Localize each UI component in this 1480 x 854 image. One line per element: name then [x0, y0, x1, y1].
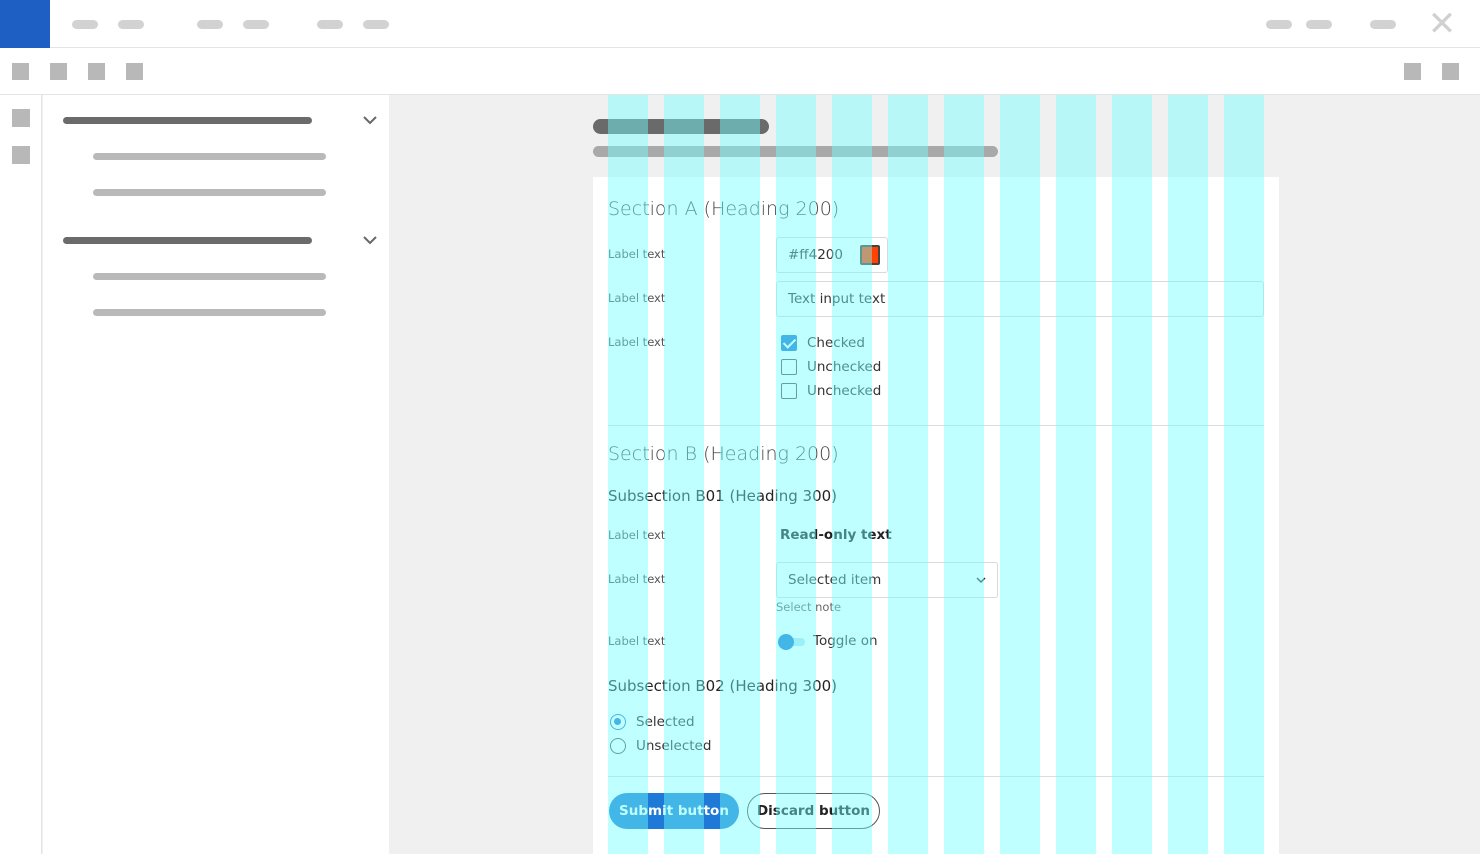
nav-item-2-2-placeholder[interactable]	[93, 309, 326, 316]
item-select[interactable]: Selected item	[776, 562, 998, 598]
section-a-heading: Section A (Heading 200)	[608, 198, 840, 220]
page-title-placeholder	[593, 119, 769, 134]
checkbox-group-label: Label text	[608, 335, 666, 349]
text-input-value: Text input text	[788, 291, 886, 307]
nav-item-2-1-placeholder[interactable]	[93, 273, 326, 280]
header-action-placeholder-1[interactable]	[1266, 20, 1292, 29]
content-area: Section A (Heading 200) Label text #ff42…	[389, 95, 1480, 854]
discard-button[interactable]: Discard button	[747, 793, 880, 829]
toggle-knob[interactable]	[778, 634, 794, 650]
form-card	[593, 177, 1279, 854]
breadcrumb-placeholder	[593, 146, 998, 157]
rail-button-1[interactable]	[12, 109, 30, 127]
toolbar-button-right-2[interactable]	[1442, 63, 1459, 80]
color-input[interactable]: #ff4200	[776, 237, 888, 273]
top-bar: ✕	[0, 0, 1480, 48]
nav-item-1-1-placeholder[interactable]	[93, 153, 326, 160]
radio-unselected[interactable]	[610, 738, 626, 754]
submit-button[interactable]: Submit button	[609, 793, 739, 829]
rail-button-2[interactable]	[12, 146, 30, 164]
close-icon[interactable]: ✕	[1427, 4, 1457, 44]
header-action-placeholder-2[interactable]	[1306, 20, 1332, 29]
text-input[interactable]: Text input text	[776, 281, 1264, 317]
toolbar-button-4[interactable]	[126, 63, 143, 80]
toolbar-button-right-1[interactable]	[1404, 63, 1421, 80]
toolbar	[0, 48, 1480, 95]
checkbox-label: Unchecked	[807, 383, 882, 399]
chevron-down-icon[interactable]	[361, 233, 379, 247]
section-divider	[608, 425, 1264, 426]
toggle-value: Toggle on	[813, 633, 878, 649]
radio-selected[interactable]	[610, 714, 626, 730]
menu-placeholder-3[interactable]	[197, 20, 223, 29]
checkbox-label: Unchecked	[807, 359, 882, 375]
subsection-b02-heading: Subsection B02 (Heading 300)	[608, 677, 838, 695]
nav-item-1-2-placeholder[interactable]	[93, 189, 326, 196]
radio-label: Selected	[636, 714, 695, 730]
menu-placeholder-1[interactable]	[72, 20, 98, 29]
radio-label: Unselected	[636, 738, 712, 754]
menu-placeholder-2[interactable]	[118, 20, 144, 29]
section-b-heading: Section B (Heading 200)	[608, 443, 839, 465]
readonly-label: Label text	[608, 528, 666, 542]
checkbox-unchecked-1[interactable]	[781, 359, 797, 375]
toolbar-button-3[interactable]	[88, 63, 105, 80]
chevron-down-icon	[976, 577, 986, 584]
subsection-b01-heading: Subsection B01 (Heading 300)	[608, 487, 838, 505]
menu-placeholder-5[interactable]	[317, 20, 343, 29]
select-label: Label text	[608, 572, 666, 586]
header-action-placeholder-3[interactable]	[1370, 20, 1396, 29]
toggle-label: Label text	[608, 634, 666, 648]
select-value: Selected item	[788, 572, 882, 588]
nav-group-1-placeholder[interactable]	[63, 117, 312, 124]
menu-placeholder-6[interactable]	[363, 20, 389, 29]
toolbar-button-2[interactable]	[50, 63, 67, 80]
color-value: #ff4200	[788, 247, 843, 263]
checkbox-unchecked-2[interactable]	[781, 383, 797, 399]
checkbox-checked[interactable]	[781, 335, 797, 351]
left-rail	[0, 95, 42, 854]
readonly-value: Read-only text	[780, 527, 892, 543]
nav-group-2-placeholder[interactable]	[63, 237, 312, 244]
text-field-label: Label text	[608, 291, 666, 305]
actions-divider	[608, 776, 1264, 777]
color-swatch-icon[interactable]	[860, 245, 880, 265]
chevron-down-icon[interactable]	[361, 113, 379, 127]
checkbox-label: Checked	[807, 335, 865, 351]
menu-placeholder-4[interactable]	[243, 20, 269, 29]
brand-logo[interactable]	[0, 0, 50, 48]
toolbar-button-1[interactable]	[12, 63, 29, 80]
sidebar	[43, 95, 389, 854]
color-field-label: Label text	[608, 247, 666, 261]
select-note: Select note	[776, 600, 842, 614]
